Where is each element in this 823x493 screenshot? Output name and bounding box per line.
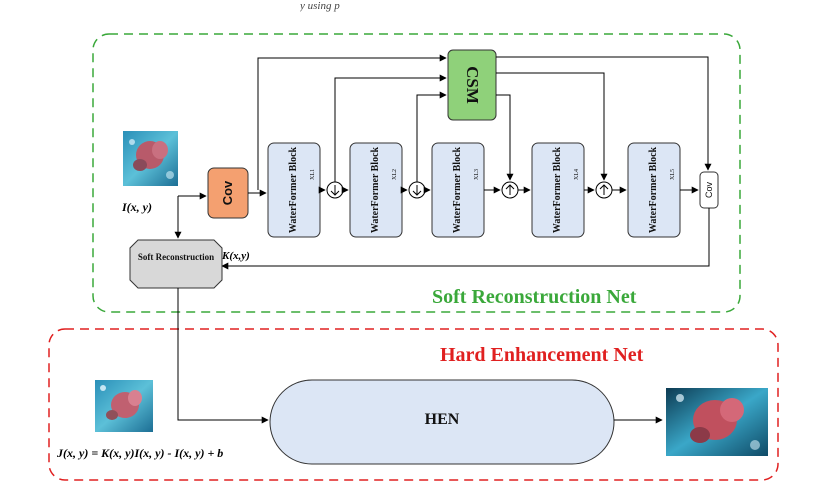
- soft-reconstruction-region: [92, 33, 741, 313]
- input-image-thumbnail: [123, 131, 178, 186]
- hard-enhancement-region: [48, 328, 779, 481]
- block-subscript: XL1: [310, 169, 316, 180]
- hard-enhancement-net-title: Hard Enhancement Net: [440, 344, 644, 366]
- block-subscript: XL3: [474, 169, 480, 180]
- cov-main-label: Cov: [220, 180, 235, 206]
- waterformer-block-label: WaterFormer Block: [288, 146, 299, 234]
- formula-label: J(x, y) = K(x, y)I(x, y) - I(x, y) + b: [57, 446, 224, 460]
- waterformer-block-label: WaterFormer Block: [552, 146, 563, 234]
- soft-reconstruction-net-title: Soft Reconstruction Net: [432, 286, 637, 308]
- waterformer-block-label: WaterFormer Block: [370, 146, 381, 234]
- input-label: I(x, y): [122, 200, 152, 214]
- soft-reconstruction-label: Soft Reconstruction: [137, 252, 215, 262]
- block-subscript: XL4: [574, 169, 580, 180]
- waterformer-block-label: WaterFormer Block: [648, 146, 659, 234]
- csm-label: CSM: [463, 66, 482, 104]
- caption-fragment: y using p: [300, 0, 340, 12]
- output-image-thumbnail: [666, 388, 768, 456]
- hen-label: HEN: [424, 411, 460, 428]
- hen-block: [269, 379, 615, 465]
- block-subscript: XL2: [392, 169, 398, 180]
- soft-reconstruction-block: [129, 239, 223, 289]
- k-map-label: K(x,y): [222, 250, 250, 262]
- intermediate-image-thumbnail: [95, 380, 153, 432]
- cov-small-label: Cov: [704, 182, 714, 199]
- upsample-icon: [595, 181, 613, 199]
- waterformer-block-label: WaterFormer Block: [452, 146, 463, 234]
- block-subscript: XL5: [670, 169, 676, 180]
- csm-block: [447, 49, 497, 121]
